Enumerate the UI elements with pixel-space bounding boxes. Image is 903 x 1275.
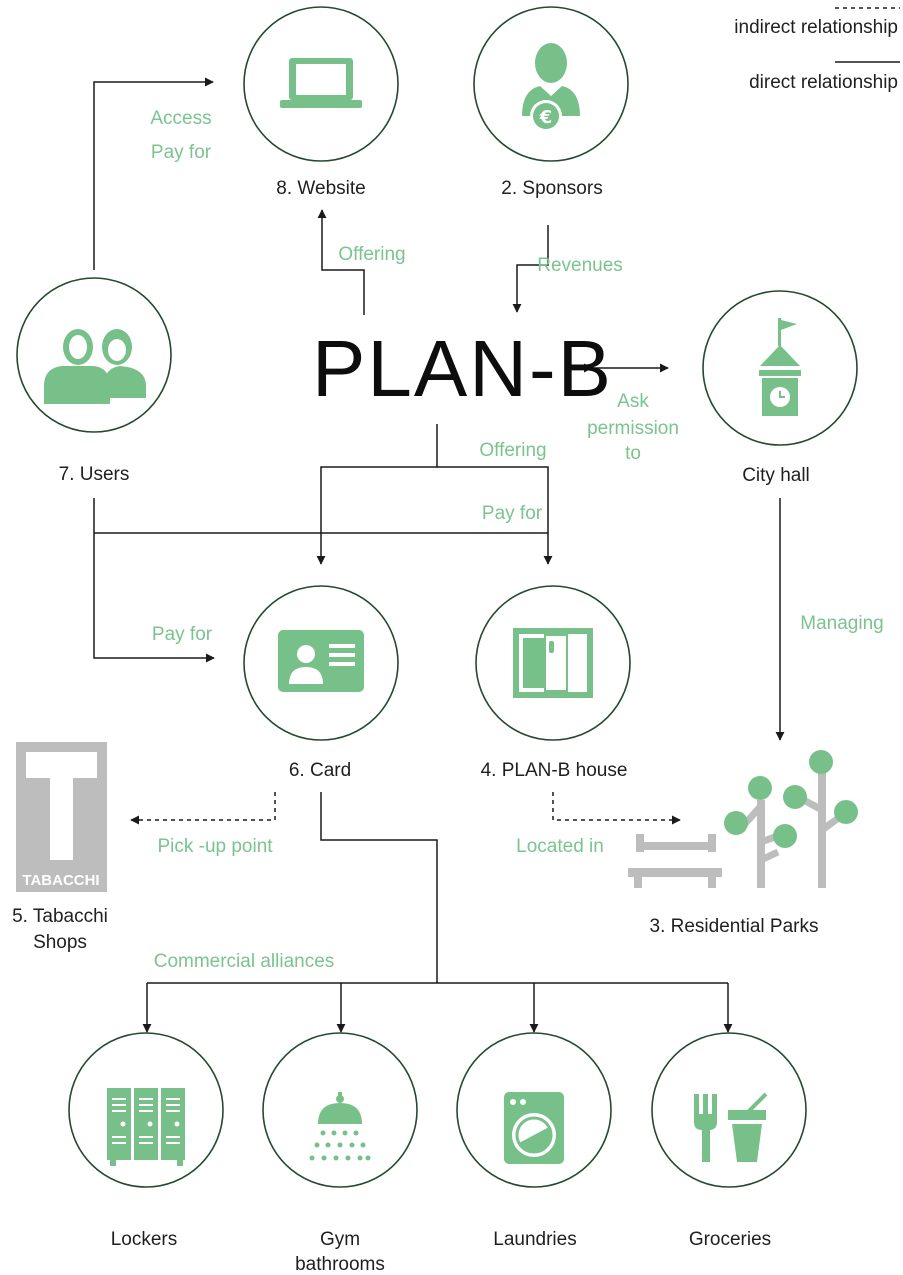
rel-ask: Ask [617,391,649,412]
parks-label: 3. Residential Parks [650,916,819,937]
planb-website-arrow [317,209,365,315]
tabacchi-node: TABACCHI 5. Tabacchi Shops [12,742,108,953]
tabacchi-label-line1: 5. Tabacchi [12,906,108,927]
planb-logo: PLAN-B [312,324,613,413]
sponsor-euro-icon: € [522,43,580,132]
rel-access: Access [150,108,211,129]
website-label: 8. Website [276,178,365,199]
legend-direct-label: direct relationship [749,72,898,93]
legend: indirect relationship direct relationshi… [734,7,900,93]
rel-pickup: Pick -up point [157,836,273,857]
house-label: 4. PLAN-B house [481,760,628,781]
laundries-node: Laundries [456,1032,612,1250]
groceries-label: Groceries [689,1229,771,1250]
house-parks-arrow [552,792,681,825]
house-door-icon [513,628,593,698]
rel-offering-website: Offering [338,244,405,265]
sponsors-node: € 2. Sponsors [473,6,629,199]
users-icon [44,329,146,404]
rel-located-in: Located in [516,836,604,857]
card-label: 6. Card [289,760,351,781]
card-tabacchi-arrow [130,792,276,825]
lockers-label: Lockers [111,1229,178,1250]
cityhall-circle [702,290,858,446]
rel-permission: permission [587,418,679,439]
lockers-node: Lockers [68,1032,224,1250]
users-node: 7. Users [16,277,172,485]
parks-node: 3. Residential Parks [628,750,858,937]
tabacchi-sign-icon: TABACCHI [16,742,107,892]
washing-machine-icon [504,1092,564,1164]
house-node: 4. PLAN-B house [475,585,631,781]
groceries-node: Groceries [651,1032,807,1250]
lockers-icon [107,1088,185,1166]
rel-pay-for-card: Pay for [152,624,213,645]
park-trees-bench-icon [628,750,858,888]
cityhall-label: City hall [742,465,810,486]
rel-managing: Managing [800,613,883,634]
tabacchi-sign-text: TABACCHI [22,872,99,889]
relation-labels: Access Pay for Offering Revenues Ask per… [150,108,883,972]
sponsors-circle [473,6,629,162]
users-card-arrow [93,498,215,663]
legend-indirect-label: indirect relationship [734,17,898,38]
planb-card-arrow [316,424,438,565]
sponsors-planb-arrow [512,225,549,313]
connectors [93,77,785,1033]
users-circle [16,277,172,433]
rel-revenues: Revenues [537,255,623,276]
laundries-label: Laundries [493,1229,576,1250]
website-node: 8. Website [243,6,399,199]
svg-text:€: € [539,107,553,128]
id-card-icon [278,630,364,692]
rel-pay-for-website: Pay for [151,142,212,163]
laptop-icon [280,58,362,108]
users-label: 7. Users [59,464,130,485]
card-alliances-line [320,792,438,983]
rel-to: to [625,443,641,464]
card-node: 6. Card [243,585,399,781]
rel-offering-main: Offering [479,440,546,461]
gym-label-line2: bathrooms [295,1254,385,1275]
cityhall-tower-icon [759,318,801,416]
rel-pay-for-house: Pay for [482,503,543,524]
users-website-arrow [93,77,214,270]
planb-house-arrow [437,466,553,565]
cityhall-node: City hall [702,290,858,486]
sponsors-label: 2. Sponsors [501,178,602,199]
fork-cup-icon [694,1092,768,1162]
gym-node: Gym bathrooms [262,1032,418,1275]
tabacchi-label-line2: Shops [33,932,87,953]
gym-label-line1: Gym [320,1229,360,1250]
shower-icon [309,1092,371,1161]
rel-alliances: Commercial alliances [154,951,335,972]
